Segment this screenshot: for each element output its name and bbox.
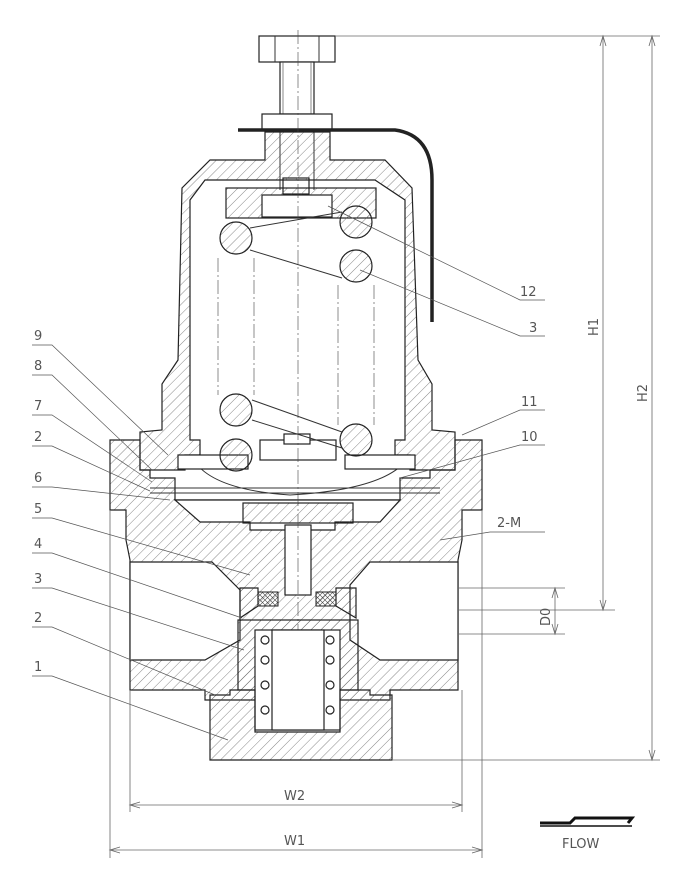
callout-8: 8	[34, 359, 42, 374]
callout-2-m: 2-M	[497, 516, 521, 531]
main-spring	[217, 205, 375, 472]
callout-11: 11	[521, 395, 538, 410]
dim-w1-label: W1	[284, 834, 305, 849]
callout-3-lower: 3	[34, 572, 42, 587]
callout-3-upper: 3	[529, 321, 537, 336]
dim-h2-label: H2	[636, 384, 651, 402]
callout-9: 9	[34, 329, 42, 344]
flow-label: FLOW	[562, 837, 599, 852]
flow-arrow-icon	[540, 816, 636, 827]
callout-2-lower: 2	[34, 611, 42, 626]
dim-d0-label: D0	[539, 608, 554, 626]
outlet-port	[349, 561, 459, 661]
callout-1: 1	[34, 660, 42, 675]
left-leaders	[32, 344, 251, 741]
cartridge	[237, 619, 359, 731]
callout-2-upper: 2	[34, 430, 42, 445]
valve-stem	[239, 30, 357, 712]
right-leaders	[327, 205, 545, 541]
cover-guard	[238, 128, 434, 322]
callout-5: 5	[34, 502, 42, 517]
callout-10: 10	[521, 430, 538, 445]
adjusting-bolt	[258, 35, 336, 195]
callout-12: 12	[520, 285, 537, 300]
dimension-lines	[108, 34, 660, 858]
bonnet	[139, 131, 456, 471]
callout-6: 6	[34, 471, 42, 486]
dim-h1-label: H1	[587, 318, 602, 336]
callout-4: 4	[34, 537, 42, 552]
callout-7: 7	[34, 399, 42, 414]
dim-w2-label: W2	[284, 789, 305, 804]
inlet-port	[129, 561, 241, 661]
